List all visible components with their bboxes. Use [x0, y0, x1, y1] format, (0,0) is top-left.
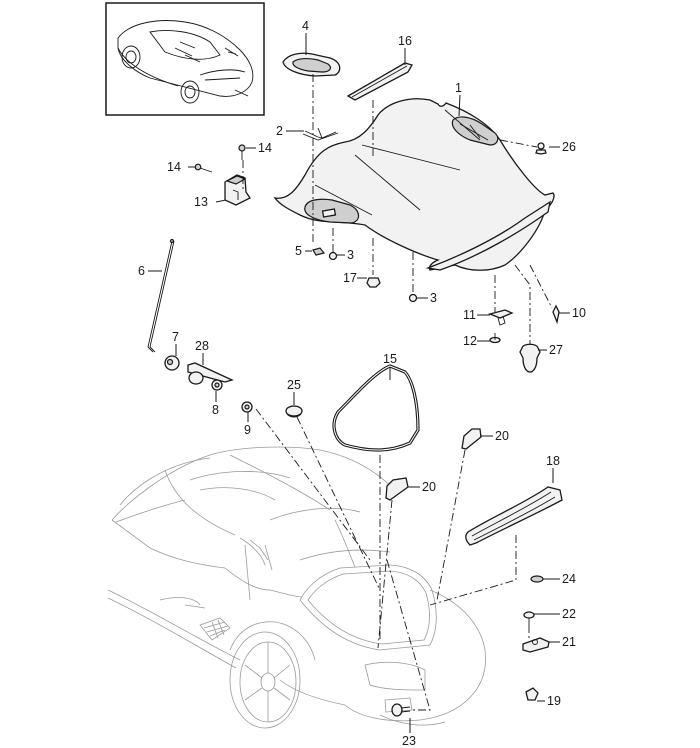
part-20-corner-cover-lower: [385, 477, 409, 501]
part-17-nut: [366, 277, 381, 288]
callout-9: 9: [244, 423, 251, 437]
part-1-rear-lid: [273, 98, 555, 271]
part-3-nut-lower: [408, 293, 418, 303]
callout-4: 4: [302, 19, 309, 33]
car-body-outline: [107, 446, 486, 729]
callout-3-lower: 3: [430, 291, 437, 305]
part-14-bolt-angled: [194, 163, 213, 173]
callout-28: 28: [195, 339, 209, 353]
part-18-rear-trim: [465, 486, 563, 546]
callout-19: 19: [547, 694, 561, 708]
assembly-lines: [242, 74, 553, 711]
callout-22: 22: [562, 607, 576, 621]
callout-11: 11: [463, 308, 476, 322]
part-13-bracket: [224, 174, 251, 206]
callout-2: 2: [276, 124, 283, 138]
part-4-vent-cover: [282, 52, 341, 77]
callout-25: 25: [287, 378, 301, 392]
callout-labels: 1 2 3 3 4 5 6 7 8 9 10 11 12 13 14 14 15…: [138, 19, 586, 748]
part-27-buffer: [519, 343, 541, 373]
part-7-grommet: [164, 355, 180, 371]
callout-14-left: 14: [167, 160, 181, 174]
part-14-bolt-vertical: [238, 144, 246, 160]
callout-16: 16: [398, 34, 412, 48]
callout-7: 7: [172, 330, 179, 344]
callout-12: 12: [463, 334, 477, 348]
callout-13: 13: [194, 195, 208, 209]
callout-15: 15: [383, 352, 397, 366]
part-24-washer: [530, 575, 544, 583]
part-28-holder: [187, 362, 234, 385]
callout-6: 6: [138, 264, 145, 278]
part-5-grommet: [312, 247, 326, 256]
callout-24: 24: [562, 572, 576, 586]
part-11-latch-bracket: [487, 309, 514, 326]
callout-23: 23: [402, 734, 416, 748]
part-19-clip: [525, 687, 539, 701]
part-2-clip: [302, 127, 339, 141]
callout-8: 8: [212, 403, 219, 417]
callout-17: 17: [343, 271, 357, 285]
part-6-support-rod: [147, 238, 175, 353]
callout-20-upper: 20: [495, 429, 509, 443]
callout-27: 27: [549, 343, 563, 357]
part-3-nut-upper: [328, 251, 338, 261]
callout-5: 5: [295, 244, 302, 258]
inset-car-illustration: [117, 20, 254, 104]
callout-21: 21: [562, 635, 576, 649]
callout-3-upper: 3: [347, 248, 354, 262]
part-16-trim-strip: [346, 62, 413, 101]
callout-26: 26: [562, 140, 576, 154]
part-10-clip: [552, 304, 560, 325]
rear-wheel: [229, 621, 316, 729]
part-12-bolt: [489, 333, 501, 344]
callout-14-right: 14: [258, 141, 272, 155]
callout-18: 18: [546, 454, 560, 468]
inset-frame: [105, 2, 265, 116]
part-25-plug: [285, 405, 303, 418]
part-8-washer: [211, 379, 223, 391]
callout-1: 1: [455, 81, 462, 95]
callout-10: 10: [572, 306, 586, 320]
part-23-push-pin: [391, 703, 411, 717]
part-26-clip: [535, 142, 547, 155]
callout-20-lower: 20: [422, 480, 436, 494]
part-22-screw: [523, 611, 535, 625]
part-20-corner-cover-upper: [461, 428, 482, 450]
part-9-clip: [241, 401, 253, 413]
vehicle-overview-inset: [105, 2, 265, 116]
part-21-nut-plate: [522, 637, 550, 653]
leader-lines: [148, 33, 570, 733]
part-15-seal: [332, 364, 420, 452]
